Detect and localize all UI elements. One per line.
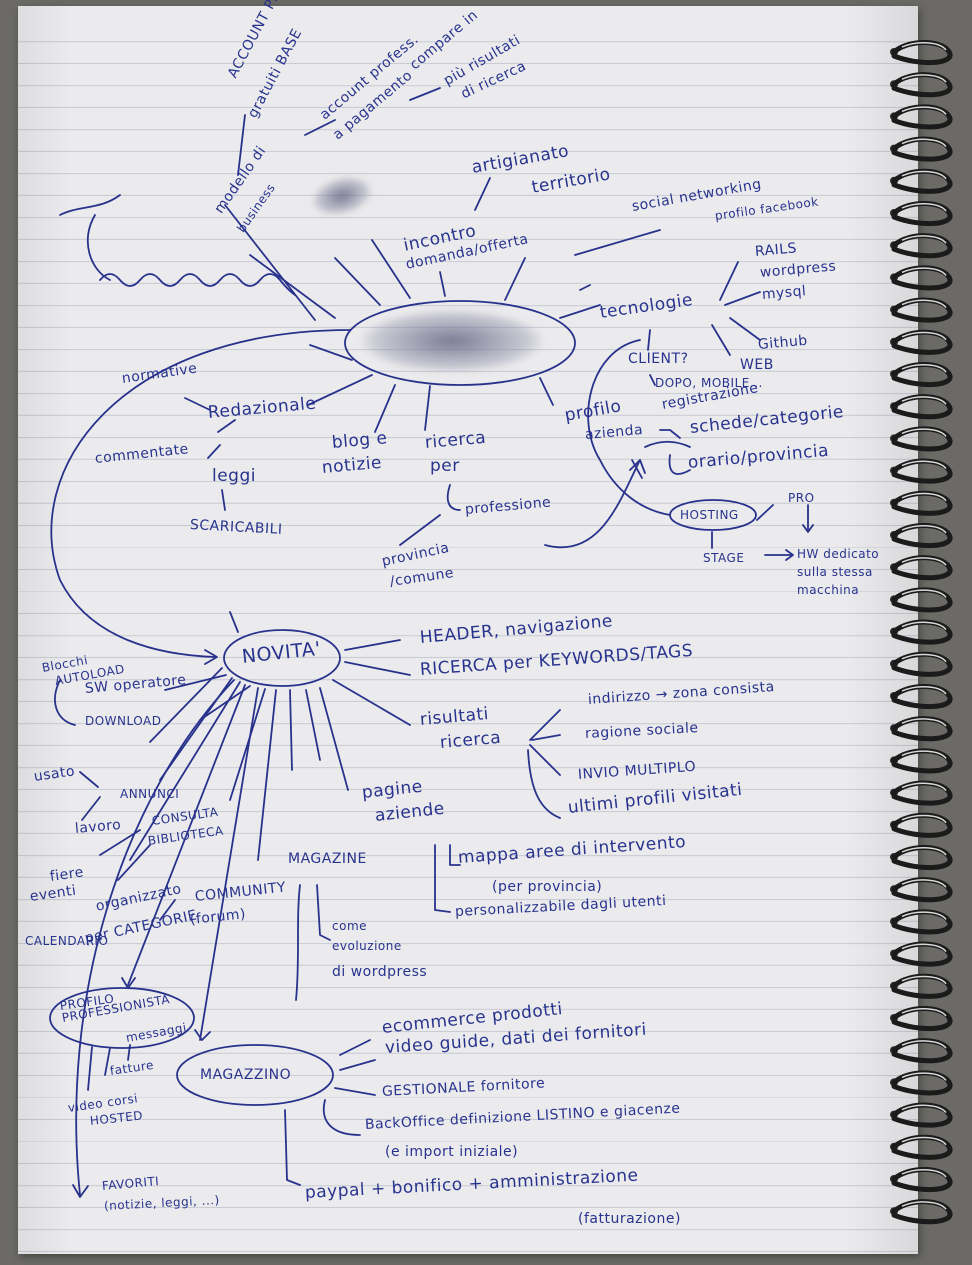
note-fatturazione: (fatturazione) xyxy=(578,1211,681,1227)
binding-coil-highlight xyxy=(901,782,947,792)
binding-coil-highlight xyxy=(901,975,947,985)
binding-coil-highlight xyxy=(901,525,947,534)
binding-coil-highlight xyxy=(901,74,947,83)
binding-coil-highlight xyxy=(901,686,947,695)
note-download: DOWNLOAD xyxy=(85,714,162,728)
note-annunci: ANNUNCI xyxy=(120,787,180,801)
note-dopo-mobile: DOPO, MOBILE... xyxy=(655,376,763,390)
note-per: per xyxy=(430,456,460,476)
note-come: come xyxy=(332,919,368,933)
binding-coil-highlight xyxy=(901,1040,947,1049)
note-import: (e import iniziale) xyxy=(385,1144,519,1160)
binding-coil-highlight xyxy=(901,106,947,115)
note-per-provincia: (per provincia) xyxy=(492,879,603,895)
binding-coil-highlight xyxy=(901,235,947,244)
binding-coil-highlight xyxy=(901,267,947,276)
binding-coil-highlight xyxy=(901,331,947,341)
note-leggi: leggi xyxy=(212,466,256,486)
binding-coil-highlight xyxy=(901,847,947,856)
binding-coil-highlight xyxy=(901,203,947,212)
note-macchina: macchina xyxy=(797,583,860,597)
note-github: Github xyxy=(757,332,809,353)
note-magazzino: MAGAZZINO xyxy=(200,1067,292,1083)
note-mysql: mysql xyxy=(761,283,808,303)
note-evoluzione: evoluzione xyxy=(332,939,402,953)
binding-coil-highlight xyxy=(901,1072,947,1081)
note-rails: RAILS xyxy=(754,240,798,260)
note-hosting: HOSTING xyxy=(680,508,739,522)
binding-coil-highlight xyxy=(901,718,947,727)
binding-coil-highlight xyxy=(901,621,947,631)
note-calendario: CALENDARIO xyxy=(25,934,109,948)
binding-coil-highlight xyxy=(901,589,947,598)
erased-title xyxy=(362,310,542,372)
notebook-page xyxy=(18,6,918,1254)
binding-coil-highlight xyxy=(901,1008,947,1017)
binding-coil-highlight xyxy=(901,428,947,437)
binding-coil-highlight xyxy=(901,42,947,51)
binding-coil-highlight xyxy=(901,879,947,888)
binding-coil-highlight xyxy=(901,364,947,373)
note-sulla-stessa: sulla stessa xyxy=(797,565,873,579)
binding-coil-highlight xyxy=(901,396,947,405)
note-di-wordpress: di wordpress xyxy=(332,964,428,980)
note-web: WEB xyxy=(740,357,774,373)
binding-coil-highlight xyxy=(901,943,947,953)
binding-coil-highlight xyxy=(901,911,947,920)
note-hw: HW dedicato xyxy=(797,547,880,561)
note-lavoro: lavoro xyxy=(74,816,122,837)
binding-coil-highlight xyxy=(901,750,947,759)
binding-coil-highlight xyxy=(901,1169,947,1178)
note-client: CLIENT? xyxy=(628,351,689,367)
binding-coil-highlight xyxy=(901,299,947,309)
note-magazine: MAGAZINE xyxy=(288,851,367,867)
spiral-binding xyxy=(890,39,953,1225)
binding-coil-highlight xyxy=(901,170,947,180)
note-stage: STAGE xyxy=(703,551,745,565)
binding-coil-highlight xyxy=(901,653,947,663)
binding-coil-highlight xyxy=(901,138,947,148)
binding-coil-highlight xyxy=(901,492,947,502)
binding-coil-highlight xyxy=(901,1201,947,1210)
binding-coil-highlight xyxy=(901,1104,947,1114)
binding-coil-highlight xyxy=(901,814,947,824)
binding-coil-highlight xyxy=(901,557,947,566)
binding-coil-highlight xyxy=(901,1136,947,1146)
binding-coil-highlight xyxy=(901,460,947,470)
note-pro: PRO xyxy=(788,491,815,505)
note-blog: blog e xyxy=(331,428,389,453)
